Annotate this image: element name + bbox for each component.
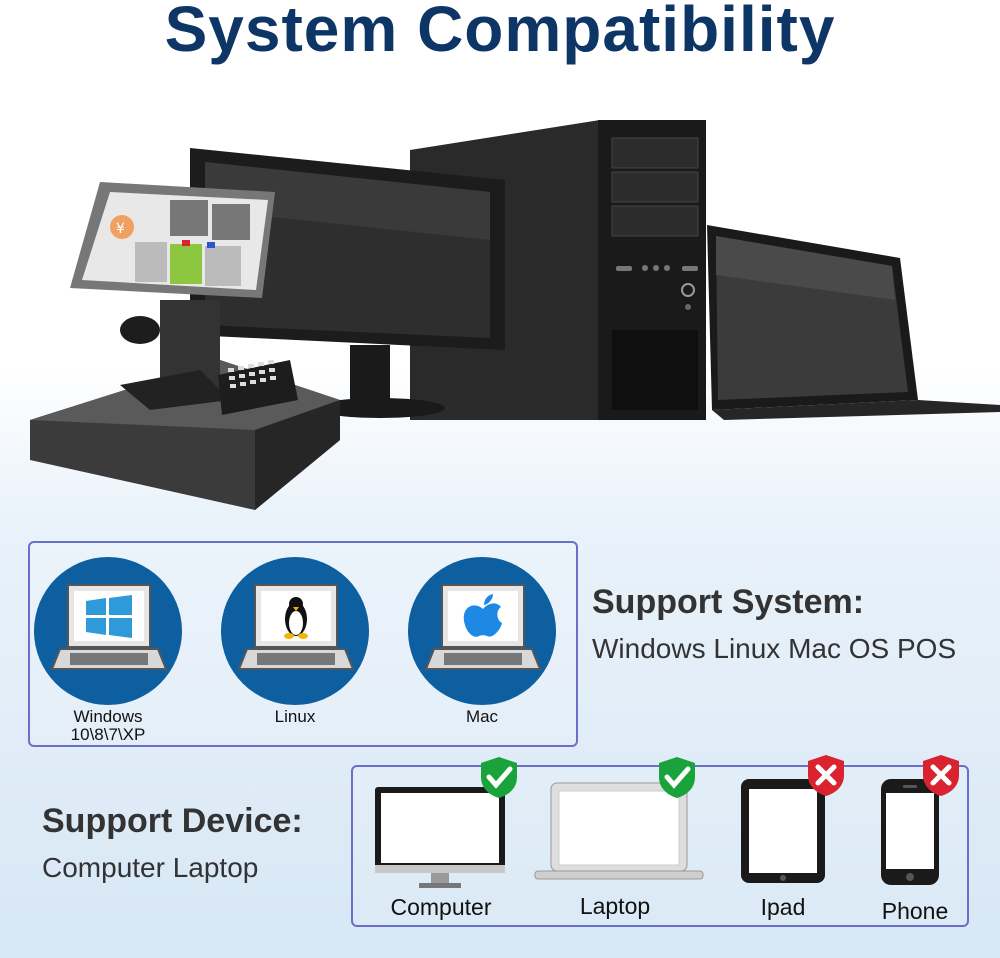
hero-devices-illustration: ¥ (30, 120, 1000, 510)
os-item-windows: Windows 10\8\7\XP (34, 557, 182, 744)
support-system-heading: Support System: (592, 583, 865, 621)
support-system-panel: Windows 10\8\7\XP Linux (28, 541, 578, 747)
support-device-heading: Support Device: (42, 802, 303, 840)
page-title: System Compatibility (164, 0, 836, 65)
os-item-mac: Mac (408, 557, 556, 726)
phone-icon (881, 779, 939, 885)
laptop-illustration (707, 225, 1000, 420)
os-label-windows: Windows 10\8\7\XP (70, 707, 146, 744)
support-system-subtitle: Windows Linux Mac OS POS (592, 633, 957, 664)
apple-logo-icon (424, 584, 542, 670)
check-badge-icon (481, 757, 517, 798)
support-device-panel: Computer Laptop Ipad Phone (351, 755, 969, 927)
cross-badge-icon (808, 755, 844, 796)
linux-penguin-icon (237, 584, 355, 670)
device-label-laptop: Laptop (579, 893, 651, 919)
cross-badge-icon (923, 755, 959, 796)
support-device-subtitle: Computer Laptop (42, 852, 259, 883)
windows-laptop-icon (50, 584, 168, 670)
device-label-computer: Computer (390, 894, 492, 920)
linux-circle (221, 557, 369, 705)
computer-monitor-icon (375, 787, 505, 888)
windows-circle (34, 557, 182, 705)
device-label-phone: Phone (881, 898, 949, 924)
device-label-ipad: Ipad (760, 894, 806, 920)
os-item-linux: Linux (221, 557, 369, 726)
svg-text:¥: ¥ (116, 221, 125, 237)
mac-circle (408, 557, 556, 705)
ipad-icon (741, 779, 825, 883)
os-label-linux: Linux (274, 707, 316, 726)
check-badge-icon (659, 757, 695, 798)
laptop-icon (534, 782, 704, 880)
pos-terminal-illustration: ¥ (30, 182, 340, 510)
os-label-mac: Mac (465, 707, 499, 726)
